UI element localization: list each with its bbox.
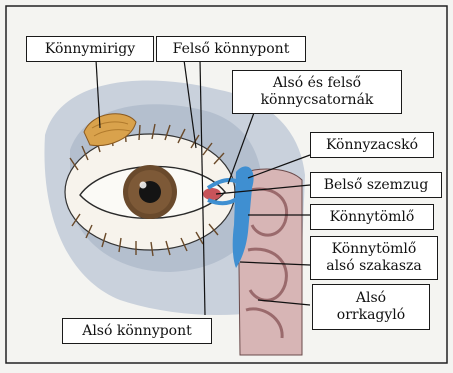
label-also-konnypont: Alsó könnypont [62, 318, 212, 344]
label-felso-konnypont-text: Felső könnypont [173, 41, 290, 58]
label-konnymirigy: Könnymirigy [26, 36, 154, 62]
label-konnytomlo: Könnytömlő [310, 204, 434, 230]
label-konnytomlo-also-szakasza: Könnytömlő alsó szakasza [310, 236, 438, 280]
label-konnytomlo-text: Könnytömlő [330, 209, 415, 226]
label-also-es-felso-konnycsatornak: Alsó és felső könnycsatornák [232, 70, 402, 114]
label-belso-szemzug: Belső szemzug [310, 172, 442, 198]
label-also-orrkagylo: Alsó orrkagyló [312, 284, 430, 330]
label-konnymirigy-text: Könnymirigy [45, 41, 135, 58]
label-felso-konnypont: Felső könnypont [156, 36, 306, 62]
label-also-orrkagylo-line2: orrkagyló [337, 307, 405, 324]
label-konnyzacsko: Könnyzacskó [310, 132, 434, 158]
label-konnytomlo-also-line1: Könnytömlő [332, 241, 417, 258]
label-also-felso-line2: könnycsatornák [261, 92, 374, 109]
label-also-felso-line1: Alsó és felső [273, 75, 361, 92]
label-also-orrkagylo-line1: Alsó [356, 290, 386, 307]
label-konnytomlo-also-line2: alsó szakasza [326, 258, 422, 275]
label-belso-szemzug-text: Belső szemzug [324, 177, 429, 194]
label-also-konnypont-text: Alsó könnypont [82, 323, 192, 340]
label-konnyzacsko-text: Könnyzacskó [326, 137, 418, 154]
